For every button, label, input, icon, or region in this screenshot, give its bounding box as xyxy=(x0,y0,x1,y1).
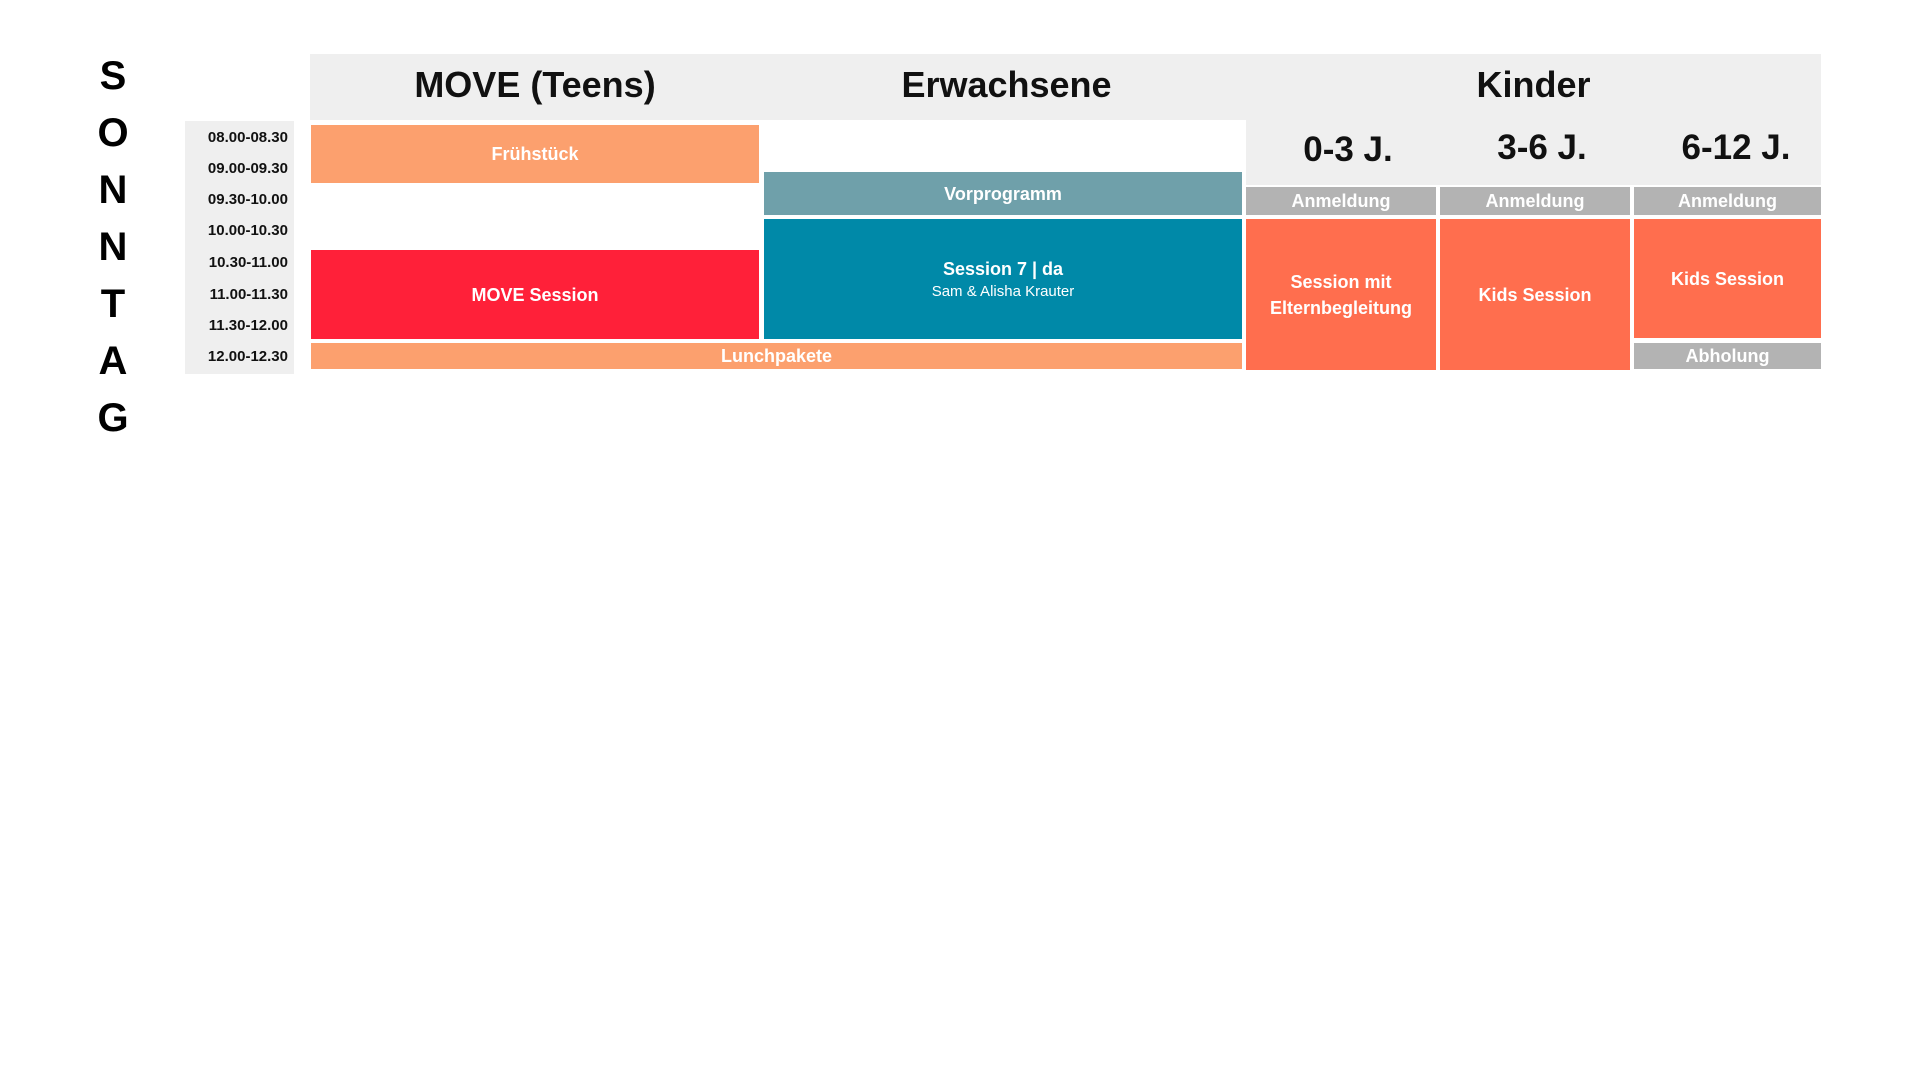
event-anmeldung-3-6: Anmeldung xyxy=(1440,187,1630,215)
kids-age-header-band xyxy=(1246,120,1821,185)
event-label: Kids Session xyxy=(1670,268,1785,289)
event-move-session: MOVE Session xyxy=(311,250,759,339)
time-label: 11.30-12.00 xyxy=(208,317,288,334)
event-abholung: Abholung xyxy=(1634,343,1821,369)
event-label: Anmeldung xyxy=(1485,191,1585,211)
event-label: MOVE Session xyxy=(471,284,599,305)
event-label: Lunchpakete xyxy=(720,346,833,366)
event-label: Abholung xyxy=(1685,346,1770,366)
event-fruehstueck: Frühstück xyxy=(311,125,759,183)
day-letter: T xyxy=(100,282,126,326)
event-speakers: Sam & Alisha Krauter xyxy=(931,283,1075,300)
day-letter: G xyxy=(97,396,129,440)
column-title-teens: MOVE (Teens) xyxy=(414,64,656,105)
day-letter: S xyxy=(99,54,127,98)
age-title-0-3: 0-3 J. xyxy=(1303,130,1393,169)
event-title: Session 7 | da xyxy=(942,259,1064,279)
day-letter: N xyxy=(98,225,128,269)
event-label: Kids Session xyxy=(1478,284,1592,305)
time-label: 09.00-09.30 xyxy=(207,160,288,177)
day-letter: A xyxy=(98,339,128,383)
time-label: 12.00-12.30 xyxy=(207,348,288,365)
event-session-elternbegleitung: Session mit Elternbegleitung xyxy=(1246,219,1436,370)
age-title-3-6: 3-6 J. xyxy=(1497,128,1587,167)
event-label: Anmeldung xyxy=(1291,191,1391,211)
event-session-7: Session 7 | da Sam & Alisha Krauter xyxy=(764,219,1242,339)
time-label: 10.00-10.30 xyxy=(207,222,288,239)
day-letter: O xyxy=(97,111,129,155)
event-anmeldung-0-3: Anmeldung xyxy=(1246,187,1436,215)
column-title-kids: Kinder xyxy=(1476,64,1591,105)
column-title-adults: Erwachsene xyxy=(901,64,1112,105)
event-kids-session-3-6: Kids Session xyxy=(1440,219,1630,370)
event-anmeldung-6-12: Anmeldung xyxy=(1634,187,1821,215)
event-label: Frühstück xyxy=(491,144,579,164)
event-label: Anmeldung xyxy=(1678,191,1777,211)
time-label: 11.00-11.30 xyxy=(209,286,288,303)
day-letter: N xyxy=(98,168,128,212)
time-label: 08.00-08.30 xyxy=(207,129,288,146)
age-title-6-12: 6-12 J. xyxy=(1681,128,1791,167)
event-vorprogramm: Vorprogramm xyxy=(764,172,1242,215)
event-lunchpakete: Lunchpakete xyxy=(311,343,1242,369)
column-header-band xyxy=(310,54,1821,120)
event-label: Session mit Elternbegleitung xyxy=(1269,271,1412,318)
event-label: Vorprogramm xyxy=(944,183,1062,204)
time-label: 10.30-11.00 xyxy=(208,254,288,271)
time-column xyxy=(185,121,294,374)
event-kids-session-6-12: Kids Session xyxy=(1634,219,1821,338)
time-label: 09.30-10.00 xyxy=(207,191,288,208)
